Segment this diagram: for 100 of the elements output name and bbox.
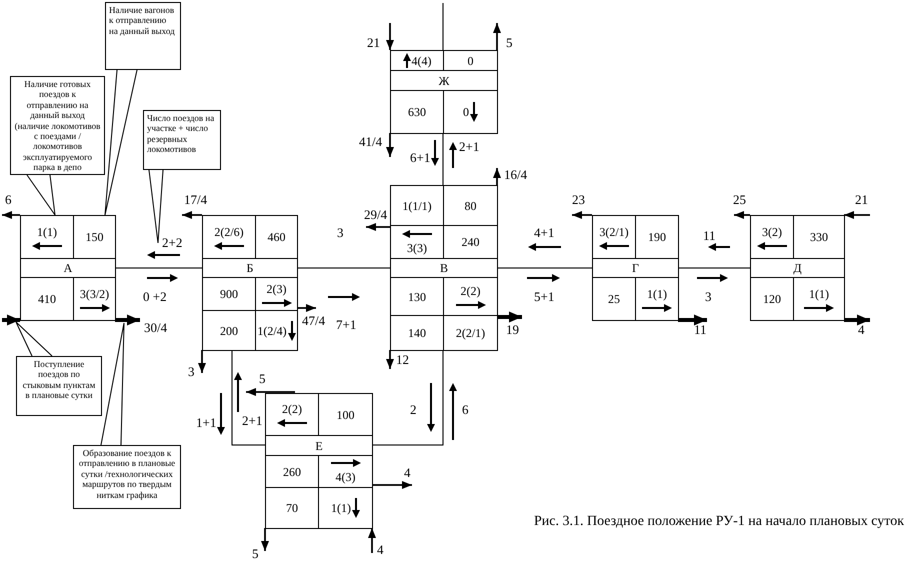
callout-box — [16, 356, 102, 416]
edge-label: 3 — [188, 365, 194, 379]
edge-label: 25 — [733, 193, 746, 207]
value-text: 1(1) — [37, 224, 57, 238]
value-text: 3(2/1) — [599, 224, 629, 238]
callout-box — [73, 445, 181, 509]
track-line — [442, 2, 444, 50]
value-text: 140 — [408, 326, 426, 340]
value-text: 0 — [463, 105, 469, 119]
value-text: 2(2) — [282, 402, 302, 416]
value-text: 330 — [810, 230, 828, 244]
value-text: 3(2) — [762, 224, 782, 238]
value-text: 3(3/2) — [80, 286, 110, 300]
edge-label: 5 — [259, 372, 266, 386]
arrow — [2, 211, 20, 219]
value-text: 1(1/1) — [402, 198, 432, 212]
edge-label: 21 — [367, 36, 380, 50]
count-label: 2+2 — [162, 236, 182, 250]
edge-label: 19 — [506, 323, 519, 337]
edge-label: 11 — [694, 323, 707, 337]
callout-text: Образование поездов к отправлению в плановые сутки /технологических маршрутов по твердым ниткам графика — [78, 448, 176, 500]
leader-line — [148, 170, 164, 244]
arrow — [493, 168, 501, 185]
edge-label: 4 — [858, 323, 864, 337]
value-text: 200 — [220, 324, 238, 338]
arrow — [386, 350, 394, 369]
leader-line — [104, 70, 138, 216]
callout-text: Наличие готовых поездов к отправлению на данный выход (наличие локомотивов с поездами / локомотивов эксплуатируемого парка в депо — [14, 79, 101, 173]
arrow — [297, 304, 316, 312]
value-text: 1(2/4) — [257, 324, 287, 338]
arrow — [386, 23, 394, 50]
edge-label: 29/4 — [364, 208, 388, 222]
leader-line — [26, 174, 56, 216]
value-text: 4(3) — [336, 470, 356, 484]
value-text: 2(2) — [460, 284, 480, 298]
count-label: 4+1 — [534, 226, 554, 240]
arrow — [844, 314, 870, 326]
value-text: 4(4) — [412, 54, 432, 68]
callout-text: Наличие вагонов к отправлению на данный выход — [109, 5, 176, 36]
arrow — [261, 528, 269, 551]
arrow — [572, 211, 592, 219]
edge-label: 30/4 — [144, 321, 168, 335]
edge-label: 4 — [404, 466, 410, 480]
value-text: 240 — [462, 235, 480, 249]
count-label: 2+1 — [242, 414, 262, 428]
caption: Рис. 3.1. Поездное положение РУ-1 на начало плановых суток — [534, 514, 904, 530]
count-label: 2+1 — [459, 140, 480, 154]
track-line — [232, 350, 266, 446]
edge-label: 16/4 — [504, 168, 528, 182]
count-label: 1+1 — [196, 416, 216, 430]
arrow — [2, 314, 20, 326]
value-text: 80 — [464, 198, 476, 212]
value-text: 190 — [648, 230, 666, 244]
value-text: 460 — [268, 230, 286, 244]
edge-label: 47/4 — [302, 314, 326, 328]
count-label: 3 — [337, 226, 344, 240]
count-label: 11 — [703, 229, 716, 243]
edge-label: 5 — [506, 36, 512, 50]
edge-label: 17/4 — [184, 193, 208, 207]
station-name: Ж — [438, 74, 450, 88]
station-name: В — [440, 261, 448, 275]
edge-label: 23 — [572, 193, 585, 207]
value-text: 25 — [608, 292, 620, 306]
track-line — [442, 132, 444, 186]
value-text: 900 — [220, 287, 238, 301]
count-label: 6 — [462, 403, 468, 417]
edge-label: 6 — [5, 193, 12, 207]
value-text: 260 — [283, 464, 301, 478]
count-label: 7+1 — [336, 318, 356, 332]
edge-label: 21 — [855, 193, 868, 207]
callout-text: Число поездов на участке + число резервных локомотивов — [147, 113, 216, 155]
arrow — [734, 211, 750, 219]
count-label: 3 — [705, 290, 712, 304]
leader-line — [100, 322, 124, 446]
value-text: 630 — [408, 105, 426, 119]
arrow — [246, 388, 295, 396]
value-text: 150 — [86, 230, 104, 244]
station-name: Д — [793, 261, 802, 275]
arrow — [372, 481, 412, 489]
value-text: 410 — [38, 292, 56, 306]
arrow — [844, 211, 870, 219]
arrow — [366, 223, 390, 231]
edge-label: 5 — [252, 547, 258, 561]
track-line — [372, 350, 444, 446]
arrow — [182, 211, 202, 219]
value-text: 120 — [763, 292, 781, 306]
value-text: 3(3) — [407, 240, 427, 254]
arrow — [115, 314, 140, 326]
station-name: Е — [315, 438, 323, 452]
arrow — [493, 23, 501, 50]
station-name: Г — [632, 261, 639, 275]
count-label: 2 — [410, 403, 416, 417]
arrow — [368, 528, 376, 553]
callout-box — [105, 2, 181, 70]
arrow — [386, 133, 394, 157]
value-text: 100 — [336, 408, 354, 422]
edge-label: 12 — [396, 353, 409, 367]
value-text: 0 — [468, 54, 474, 68]
callout-box — [143, 110, 221, 170]
arrow — [497, 312, 522, 322]
